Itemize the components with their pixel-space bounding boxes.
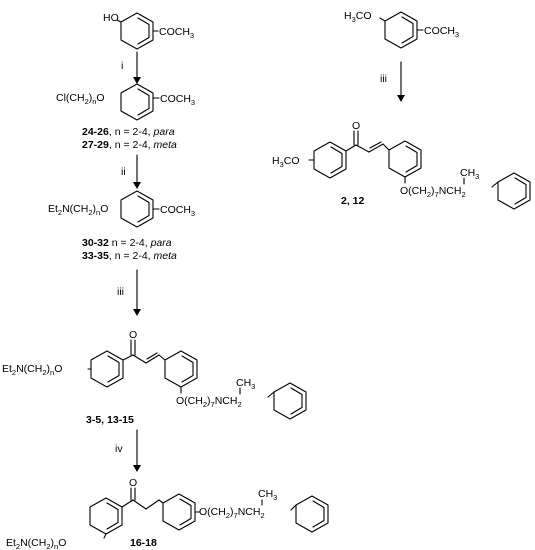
benzene-ring (313, 141, 347, 179)
diethylaminoalkoxy-label: Et2N(CH2)nO (48, 203, 108, 217)
arrow-head (133, 465, 141, 472)
step-label-iii-right: iii (380, 73, 387, 85)
aromatic-bond (401, 16, 414, 44)
benzene-ring (388, 140, 422, 178)
carbonyl-bond (121, 499, 134, 508)
structure-amino-ether: Et2N(CH2)nO COCH3 (48, 190, 195, 228)
benzene-ring (162, 493, 196, 531)
step-label-iv: iv (115, 443, 123, 455)
compound-label-24-26: 24-26, n = 2-4, para (82, 126, 175, 138)
arrow-head (133, 182, 141, 189)
aromatic-bond (179, 498, 192, 526)
n-methyl-label: CH3 (258, 488, 277, 502)
arrow-head (397, 95, 405, 102)
step-label-i: i (121, 60, 123, 72)
carbonyl-bond (345, 144, 357, 152)
aromatic-bond (514, 177, 527, 205)
acetyl-label: COCH3 (424, 25, 459, 39)
structure-chalcone-methoxy: H3CO O O(CH2)7NCH2 CH3 (272, 120, 531, 210)
aromatic-bond (137, 195, 150, 223)
ether-bond (103, 533, 107, 539)
arrow-head (133, 309, 141, 316)
benzene-ring (273, 382, 307, 420)
diethylaminoalkoxy-label: Et2N(CH2)nO (2, 363, 62, 377)
aromatic-bond (181, 355, 194, 383)
compound-label-3-5-13-15: 3-5, 13-15 (86, 414, 134, 426)
benzene-ring (90, 350, 124, 388)
structure-chalcone-aminoalkoxy: O Et2N(CH2)nO O(CH2)7NCH2 CH3 (2, 329, 307, 420)
structure-methoxy-acetophenone: H3CO COCH3 (344, 10, 459, 49)
compound-label-30-32: 30-32 n = 2-4, para (82, 237, 172, 249)
benzene-ring (89, 497, 123, 535)
chloroalkoxy-label: Cl(CH2)nO (56, 92, 105, 106)
aromatic-bond (137, 17, 150, 45)
aromatic-bond (405, 145, 418, 173)
aromatic-bond (106, 502, 119, 530)
carbonyl-oxygen-label: O (129, 477, 137, 489)
methoxy-label: H3CO (272, 155, 300, 169)
compound-label-27-29: 27-29, n = 2-4, meta (82, 139, 177, 151)
heptyloxy-chain-label: O(CH2)7NCH2 (176, 395, 242, 409)
n-methyl-label: CH3 (460, 167, 479, 181)
benzene-ring (164, 350, 198, 388)
enone-bond (355, 144, 370, 153)
enone-double-bond (145, 354, 160, 364)
substituent-bond (116, 19, 122, 23)
enone-double-bond (369, 141, 382, 149)
step-label-iii-left: iii (117, 286, 124, 298)
compound-label-33-35: 33-35, n = 2-4, meta (82, 250, 177, 262)
acetyl-label: COCH3 (160, 93, 195, 107)
benzyl-bond (290, 504, 297, 511)
benzyl-bond (267, 391, 275, 398)
benzyl-bond (491, 181, 499, 188)
aryl-bond (158, 499, 164, 504)
methoxy-label: H3CO (344, 10, 372, 24)
aromatic-bond (107, 355, 120, 383)
compound-label-16-18: 16-18 (130, 537, 157, 549)
structure-chloro-ether: Cl(CH2)nO COCH3 (56, 83, 195, 121)
structure-hydroxy-acetophenone: HO COCH3 (103, 12, 194, 50)
alkyl-bond (132, 499, 147, 510)
substituent-bond (379, 17, 386, 22)
aromatic-bond (330, 146, 343, 174)
aromatic-bond (312, 500, 325, 528)
alkyl-bond (145, 499, 160, 510)
benzene-ring (384, 11, 418, 49)
n-methyl-label: CH3 (236, 377, 255, 391)
hydroxy-label: HO (103, 12, 119, 24)
carbonyl-bond (122, 354, 134, 361)
enone-bond (132, 354, 147, 364)
aryl-bond (382, 143, 390, 151)
diethylaminoalkoxy-label: Et2N(CH2)nO (6, 537, 66, 550)
carbonyl-oxygen-label: O (352, 120, 360, 132)
acetyl-label: COCH3 (160, 204, 195, 218)
benzene-ring (295, 495, 329, 533)
enone-double-bond (146, 352, 158, 360)
benzene-ring (497, 172, 531, 210)
structure-propanone: O Et2N(CH2)nO O(CH2)7NCH2 CH3 (6, 477, 329, 550)
enone-double-bond (368, 143, 384, 153)
arrow-head (133, 77, 141, 84)
step-label-ii: ii (121, 166, 126, 178)
benzene-ring (120, 190, 154, 228)
heptyloxy-chain-label: O(CH2)7NCH2 (199, 506, 265, 520)
aromatic-bond (137, 88, 150, 116)
compound-label-2-12: 2, 12 (341, 195, 365, 207)
benzene-ring (120, 83, 154, 121)
carbonyl-oxygen-label: O (129, 329, 137, 341)
acetyl-label: COCH3 (159, 26, 194, 40)
benzene-ring (120, 12, 154, 50)
aromatic-bond (290, 387, 303, 415)
aryl-bond (158, 354, 166, 361)
heptyloxy-chain-label: O(CH2)7NCH2 (400, 185, 466, 199)
